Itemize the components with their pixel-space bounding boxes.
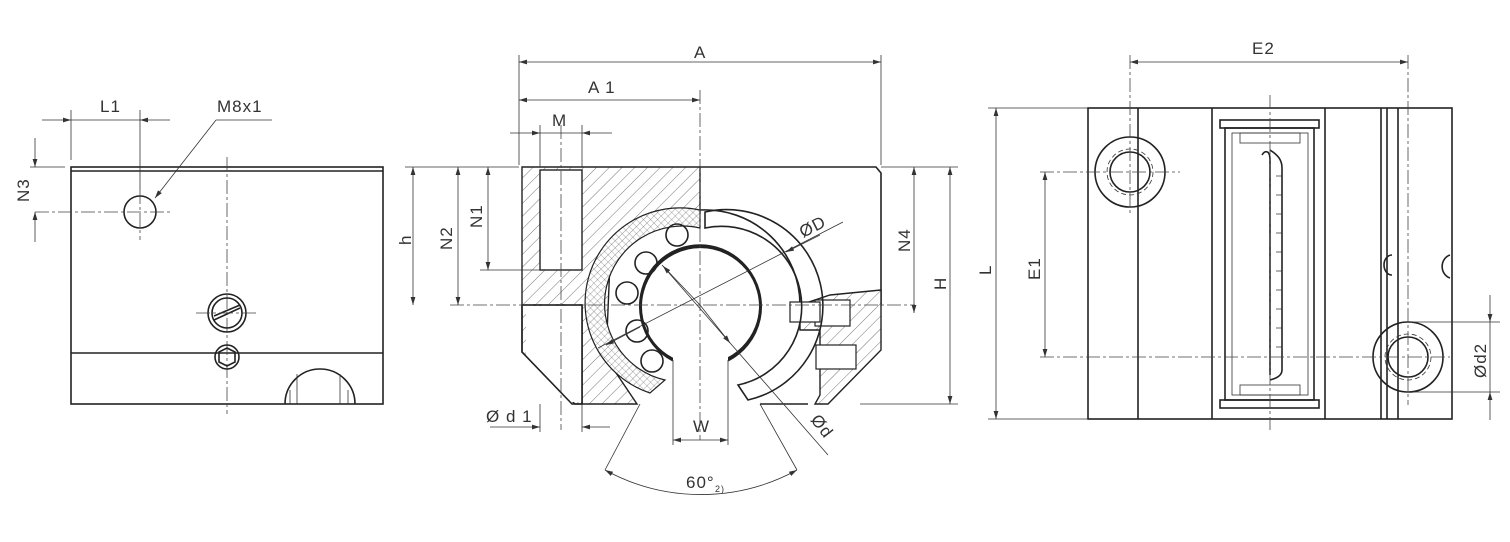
side-view: L1 M8x1 N3: [14, 97, 384, 414]
ball-cage: [584, 207, 701, 394]
dim-N3: N3: [14, 178, 33, 202]
bore-cutout: [284, 368, 356, 405]
dim-A: A: [694, 43, 706, 62]
angle-footnote: 2): [715, 484, 725, 494]
dim-d: Ød: [807, 411, 837, 442]
dim-E1: E1: [1025, 257, 1044, 280]
dim-L: L: [976, 265, 995, 275]
dim-E2: E2: [1252, 39, 1275, 58]
dim-D: ØD: [796, 212, 829, 241]
dim-L1: L1: [100, 97, 121, 116]
dim-d2: Ød2: [1471, 343, 1490, 378]
dim-N2: N2: [437, 226, 456, 250]
dim-H: H: [931, 277, 950, 290]
dim-A1: A 1: [588, 78, 616, 97]
dim-d1: Ø d 1: [486, 407, 533, 426]
dim-angle: 60°: [686, 473, 715, 492]
dim-h: h: [396, 235, 415, 245]
dim-M: M: [552, 111, 567, 130]
top-view: E2 L E1 Ød2: [976, 39, 1500, 430]
adjust-screw-icon: [196, 293, 258, 333]
dim-W: W: [693, 417, 710, 436]
thread-label: M8x1: [217, 97, 263, 116]
dim-N4: N4: [895, 228, 914, 252]
section-view: A A 1 M h N2 N1 N4 H ØD Ø d 1: [396, 43, 958, 495]
hex-screw-icon: [214, 344, 240, 370]
seal-window: [1219, 119, 1320, 409]
dim-N1: N1: [467, 204, 486, 228]
balls: [615, 223, 689, 373]
